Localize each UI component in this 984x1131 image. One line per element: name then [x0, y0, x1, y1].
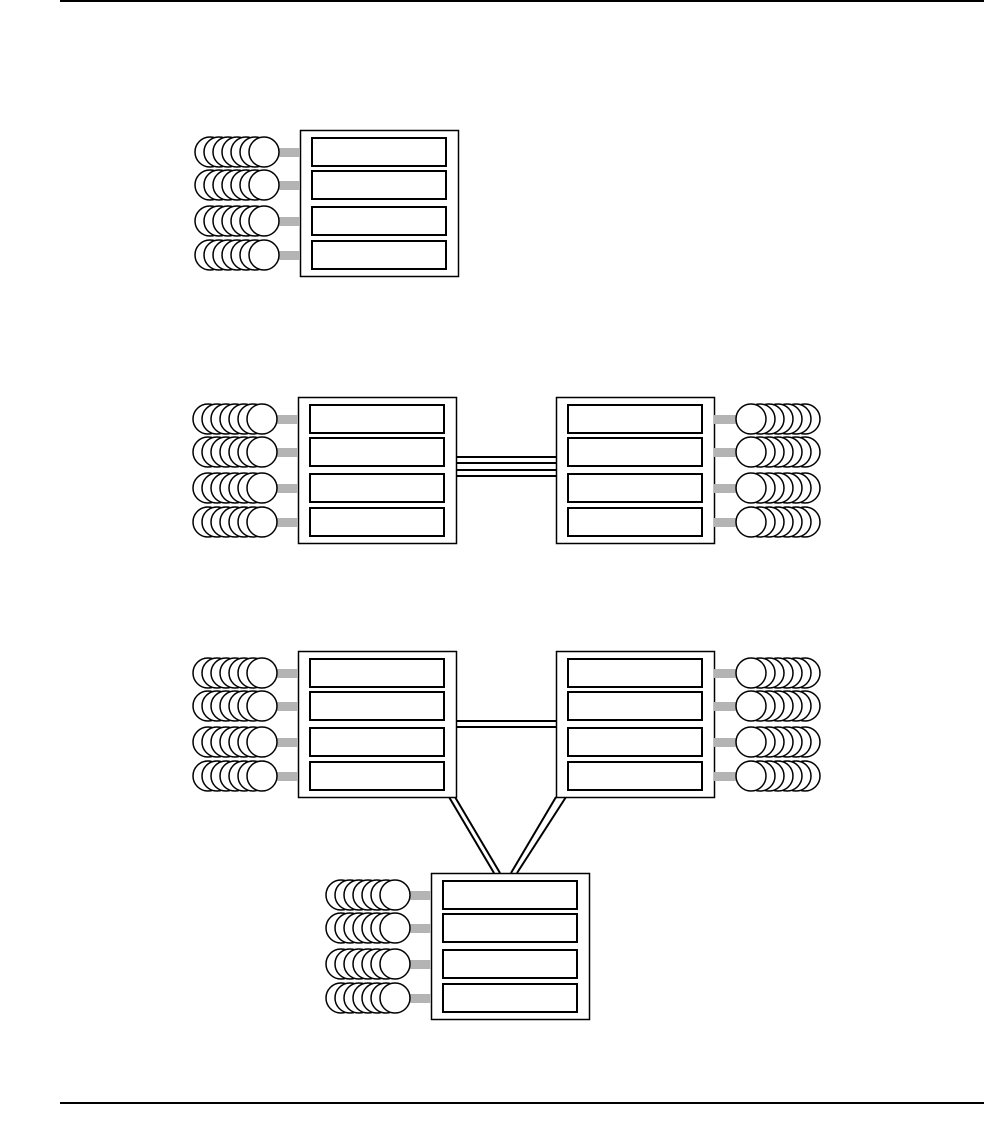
slot-connector [714, 415, 736, 424]
disk-icon [736, 658, 766, 688]
slot-connector [714, 738, 736, 747]
storage-node-a [195, 131, 459, 277]
node-slot [310, 659, 444, 687]
node-slot [310, 728, 444, 756]
node-slot [310, 405, 444, 433]
disk-icon [247, 658, 277, 688]
slot-connector [276, 415, 298, 424]
node-slot [310, 692, 444, 720]
slot-connector [409, 994, 431, 1003]
storage-node-b [557, 652, 821, 798]
node-slot [568, 474, 702, 502]
storage-node-a [193, 398, 457, 544]
node-slot [568, 692, 702, 720]
node-slot [312, 171, 446, 199]
node-slot [568, 508, 702, 536]
slot-connector [714, 484, 736, 493]
node-slot [443, 950, 577, 978]
link-line [449, 797, 494, 873]
disk-icon [736, 691, 766, 721]
bottom-rule [60, 1102, 984, 1104]
node-slot [568, 762, 702, 790]
node-slot [312, 138, 446, 166]
node-slot [443, 914, 577, 942]
disk-icon [736, 761, 766, 791]
disk-icon [247, 404, 277, 434]
slot-connector [278, 217, 300, 226]
node-slot [312, 241, 446, 269]
link-line [511, 797, 556, 873]
slot-connector [714, 518, 736, 527]
slot-connector [409, 960, 431, 969]
disk-icon [736, 507, 766, 537]
slot-connector [714, 772, 736, 781]
node-slot [310, 474, 444, 502]
disk-icon [736, 727, 766, 757]
node-slot [310, 762, 444, 790]
disk-icon [736, 437, 766, 467]
storage-node-b [557, 398, 821, 544]
slot-connector [276, 518, 298, 527]
slot-connector [409, 891, 431, 900]
disk-icon [247, 507, 277, 537]
disk-icon [247, 691, 277, 721]
slot-connector [276, 702, 298, 711]
disk-icon [247, 727, 277, 757]
slot-connector [714, 448, 736, 457]
disk-icon [380, 880, 410, 910]
slot-connector [276, 772, 298, 781]
disk-icon [736, 404, 766, 434]
disk-icon [247, 761, 277, 791]
slot-connector [714, 669, 736, 678]
disk-icon [249, 206, 279, 236]
disk-icon [249, 170, 279, 200]
disk-icon [380, 949, 410, 979]
slot-connector [714, 702, 736, 711]
disk-icon [736, 473, 766, 503]
slot-connector [278, 251, 300, 260]
slot-connector [276, 669, 298, 678]
link-line [455, 797, 500, 873]
link-line [517, 797, 566, 873]
slot-connector [409, 924, 431, 933]
slot-connector [276, 484, 298, 493]
slot-connector [276, 448, 298, 457]
node-slot [443, 881, 577, 909]
slot-connector [278, 148, 300, 157]
slot-connector [276, 738, 298, 747]
storage-node-a [193, 652, 457, 798]
node-slot [310, 438, 444, 466]
disk-icon [249, 137, 279, 167]
node-slot [312, 207, 446, 235]
disk-icon [249, 240, 279, 270]
node-slot [568, 728, 702, 756]
node-slot [310, 508, 444, 536]
disk-icon [380, 983, 410, 1013]
disk-icon [380, 913, 410, 943]
node-slot [568, 659, 702, 687]
node-slot [568, 405, 702, 433]
node-slot [443, 984, 577, 1012]
storage-node-c [326, 874, 590, 1020]
disk-icon [247, 437, 277, 467]
disk-icon [247, 473, 277, 503]
slot-connector [278, 181, 300, 190]
node-slot [568, 438, 702, 466]
